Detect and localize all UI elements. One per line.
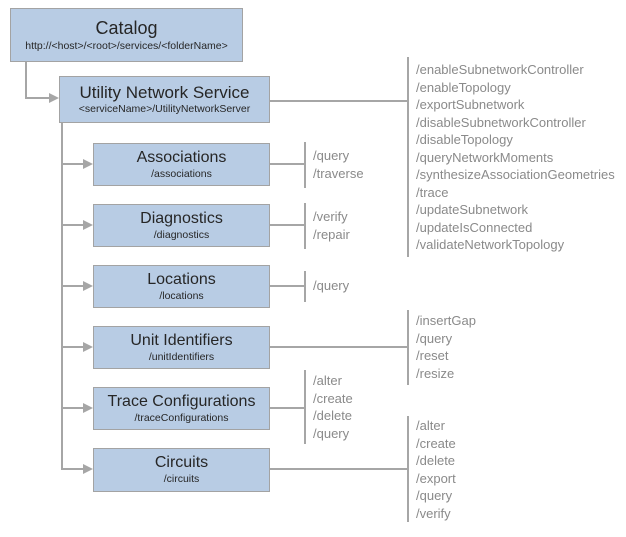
arrow-right-icon <box>83 403 93 413</box>
connector-line <box>61 407 83 409</box>
diagnostics-node: Diagnostics /diagnostics <box>93 204 270 247</box>
node-title: Unit Identifiers <box>130 331 233 349</box>
operation-label: /create <box>313 390 353 406</box>
operation-label: /query <box>313 148 350 163</box>
node-path: /unitIdentifiers <box>148 350 215 363</box>
operation-label: /repair <box>313 226 350 242</box>
operation-label: /trace <box>416 184 449 200</box>
service-path: <serviceName>/UtilityNetworkServer <box>78 103 251 116</box>
utility-network-service-node: Utility Network Service <serviceName>/Ut… <box>59 76 270 123</box>
operation-label: /disableTopology <box>416 132 513 147</box>
unit-identifiers-node: Unit Identifiers /unitIdentifiers <box>93 326 270 369</box>
operation-label: /insertGap <box>416 313 476 328</box>
operation-label: /resize <box>416 365 455 381</box>
operation-label: /traverse <box>313 165 364 181</box>
operation-label: /enableTopology <box>416 79 511 95</box>
operation-label: /delete <box>416 453 456 468</box>
operation-label: /query <box>313 425 350 441</box>
node-path: /locations <box>159 289 204 302</box>
diagnostics-operations-list: /verify/repair <box>313 208 350 243</box>
operation-label: /query <box>416 330 453 346</box>
connector-line <box>25 62 27 99</box>
connector-line <box>25 97 49 99</box>
operation-label: /query <box>416 488 453 503</box>
connector-line <box>270 224 305 226</box>
trunk-connector-line <box>61 123 63 470</box>
associations-node: Associations /associations <box>93 143 270 186</box>
operation-label: /alter <box>416 418 445 433</box>
node-title: Diagnostics <box>140 209 223 227</box>
node-path: /traceConfigurations <box>134 411 229 424</box>
arrow-right-icon <box>83 464 93 474</box>
operation-label: /create <box>416 435 456 451</box>
service-title: Utility Network Service <box>79 82 250 102</box>
unit-identifiers-operations-list: /insertGap/query/reset/resize <box>416 312 476 382</box>
node-title: Trace Configurations <box>107 392 256 410</box>
node-path: /associations <box>151 167 212 180</box>
catalog-url: http://<host>/<root>/services/<folderNam… <box>25 39 228 52</box>
operation-label: /enableSubnetworkController <box>416 62 584 77</box>
connector-line <box>270 285 305 287</box>
node-path: /diagnostics <box>153 228 210 241</box>
catalog-title: Catalog <box>95 17 158 38</box>
operation-label: /delete <box>313 408 353 423</box>
operations-bracket-bar <box>304 370 306 444</box>
connector-line <box>61 224 83 226</box>
circuits-operations-list: /alter/create/delete/export/query/verify <box>416 417 456 522</box>
service-operations-list: /enableSubnetworkController/enableTopolo… <box>416 61 615 254</box>
operation-label: /updateIsConnected <box>416 219 533 235</box>
operations-bracket-bar <box>407 57 409 257</box>
connector-line <box>270 346 408 348</box>
node-title: Circuits <box>154 454 209 471</box>
operation-label: /verify <box>416 505 451 521</box>
node-title: Locations <box>147 270 216 288</box>
arrow-right-icon <box>83 281 93 291</box>
node-title: Associations <box>136 148 227 166</box>
operation-label: /synthesizeAssociationGeometries <box>416 167 615 182</box>
arrow-right-icon <box>49 93 59 103</box>
operations-bracket-bar <box>304 203 306 249</box>
operation-label: /updateSubnetwork <box>416 202 529 217</box>
connector-line <box>270 100 408 102</box>
operation-label: /disableSubnetworkController <box>416 114 586 130</box>
operation-label: /reset <box>416 348 449 363</box>
connector-line <box>270 163 305 165</box>
operation-label: /export <box>416 470 456 486</box>
connector-line <box>61 346 83 348</box>
node-path: /circuits <box>163 473 200 486</box>
trace-configurations-node: Trace Configurations /traceConfiguration… <box>93 387 270 430</box>
connector-line <box>61 163 83 165</box>
connector-line <box>270 407 305 409</box>
arrow-right-icon <box>83 220 93 230</box>
operation-label: /alter <box>313 373 342 388</box>
operation-label: /verify <box>313 209 348 224</box>
connector-line <box>270 468 408 470</box>
locations-node: Locations /locations <box>93 265 270 308</box>
associations-operations-list: /query/traverse <box>313 147 364 182</box>
operations-bracket-bar <box>407 310 409 385</box>
arrow-right-icon <box>83 342 93 352</box>
operations-bracket-bar <box>304 271 306 302</box>
operation-label: /validateNetworkTopology <box>416 237 565 252</box>
operations-bracket-bar <box>304 142 306 188</box>
arrow-right-icon <box>83 159 93 169</box>
operation-label: /queryNetworkMoments <box>416 149 554 165</box>
connector-line <box>61 468 83 470</box>
connector-line <box>61 285 83 287</box>
operation-label: /exportSubnetwork <box>416 97 525 112</box>
operation-label: /query <box>313 278 350 293</box>
trace-configurations-operations-list: /alter/create/delete/query <box>313 372 353 442</box>
operations-bracket-bar <box>407 416 409 522</box>
locations-operations-list: /query <box>313 277 349 295</box>
catalog-node: Catalog http://<host>/<root>/services/<f… <box>10 8 243 62</box>
circuits-node: Circuits /circuits <box>93 448 270 492</box>
